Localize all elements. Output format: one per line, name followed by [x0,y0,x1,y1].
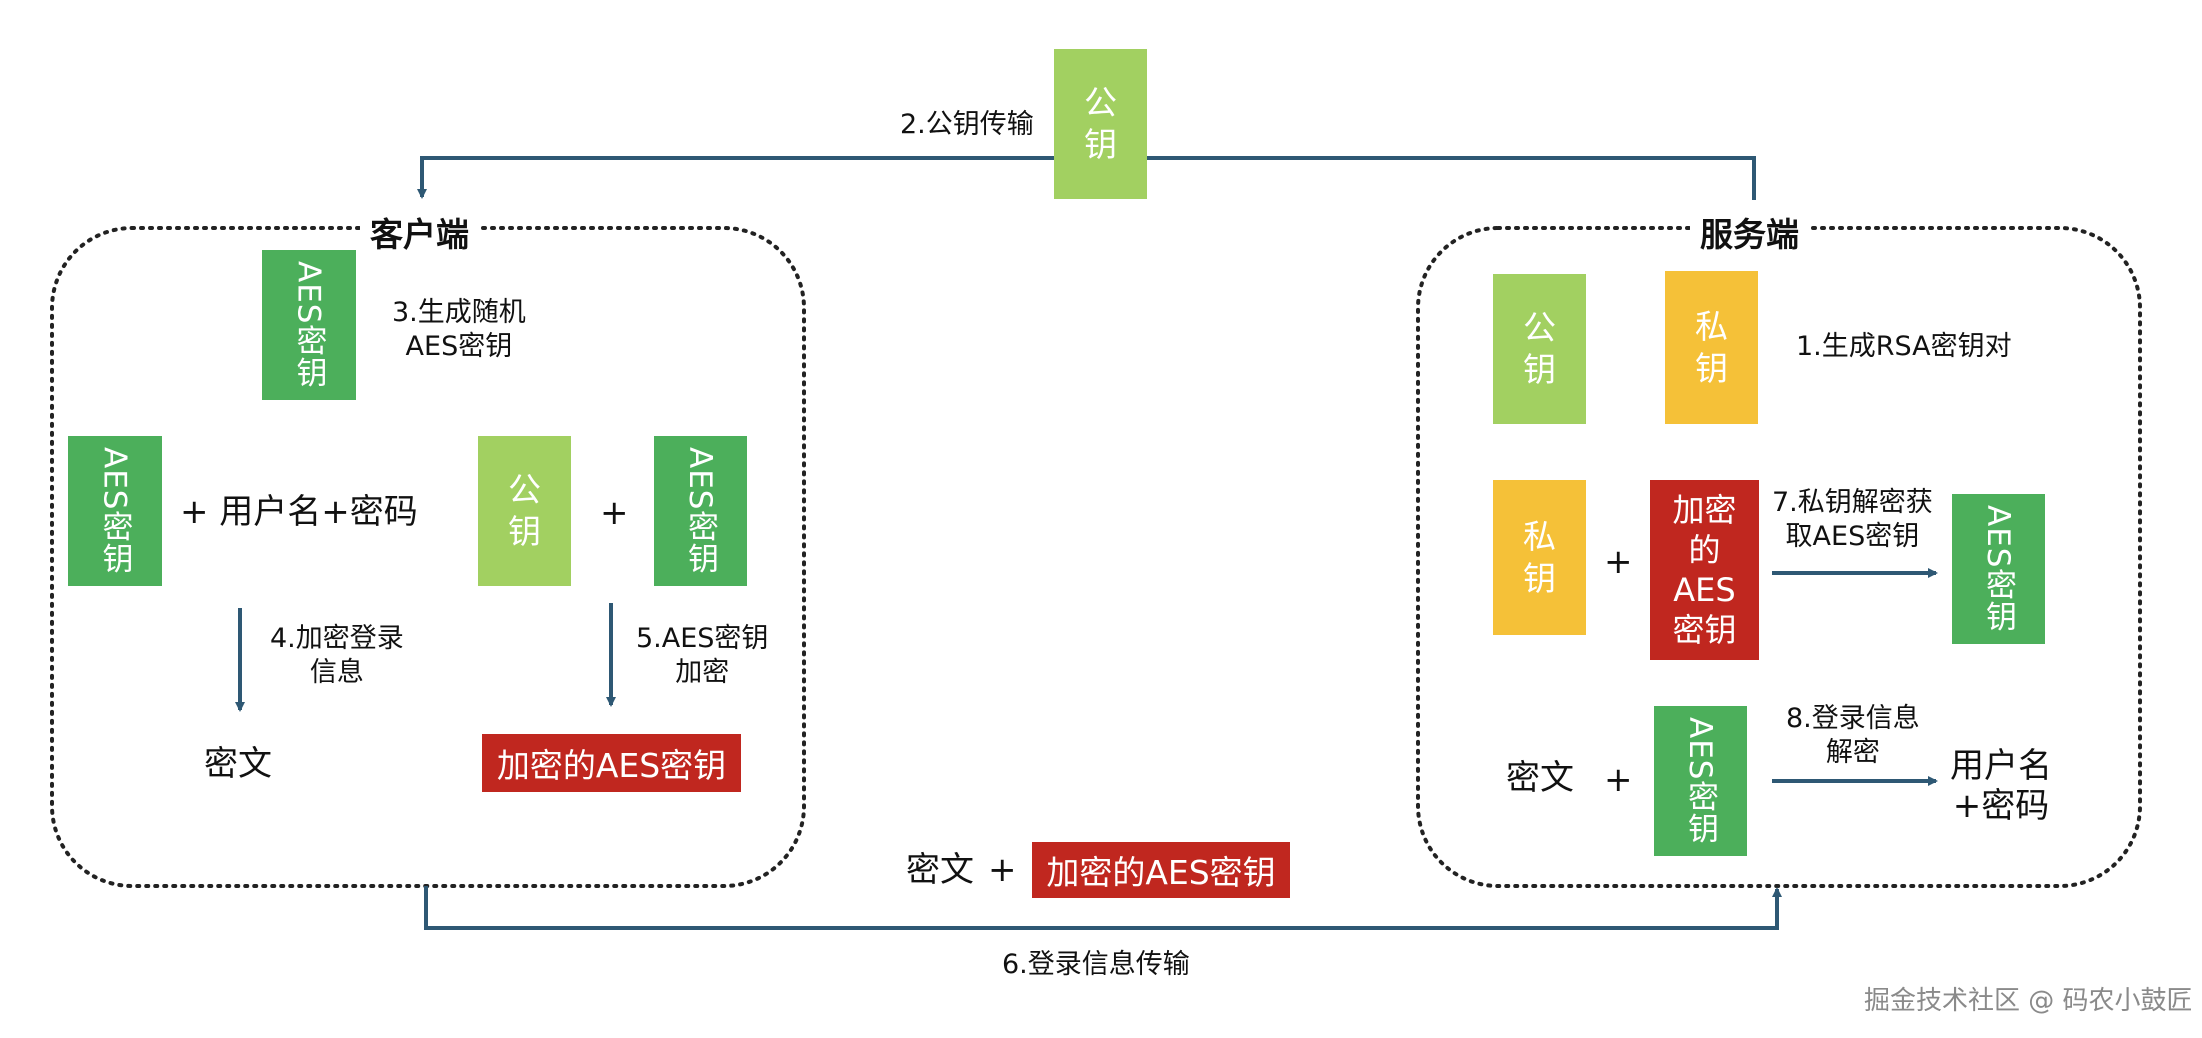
server-encrypted-aes-key-line3: AES [1673,571,1736,609]
transfer-plus-sign: + [988,850,1017,890]
step8-label: 8.登录信息 解密 [1786,702,1920,770]
client-encrypted-aes-key-label: 加密的AES密钥 [496,746,727,785]
server-public-key-line2: 钥 [1523,350,1556,389]
client-aes-key-to-encrypt-label: AES密钥 [682,447,718,575]
transfer-encrypted-aes-key: 加密的AES密钥 [1032,842,1290,898]
arrow-login-transfer [424,886,1782,930]
username-password-text: + 用户名+密码 [180,492,418,532]
step3-label: 3.生成随机 AES密钥 [392,296,526,364]
step7-label: 7.私钥解密获 取AES密钥 [1772,486,1933,554]
step6-label: 6.登录信息传输 [1002,949,1190,980]
server-private-key-decrypt: 私 钥 [1493,480,1586,635]
server-title: 服务端 [1690,208,1809,256]
server-ciphertext: 密文 [1506,758,1574,798]
step4-line2: 信息 [309,657,364,688]
step4-label: 4.加密登录 信息 [270,622,404,690]
client-aes-key-for-login-label: AES密钥 [96,447,133,575]
server-username-password: 用户名 +密码 [1950,746,2052,826]
server-plus-sign-2: + [1604,760,1633,800]
server-password: +密码 [1952,786,2050,826]
client-random-aes-key-label: AES密钥 [290,261,327,389]
client-public-key-line2: 钥 [508,512,541,551]
server-private-key-decrypt-line1: 私 [1523,516,1556,556]
server-public-key: 公 钥 [1493,274,1586,424]
server-private-key-decrypt-line2: 钥 [1523,558,1556,598]
server-encrypted-aes-key-line2: 的 [1688,531,1721,569]
transit-public-key-line1: 公 [1084,83,1117,122]
step2-label: 2.公钥传输 [900,109,1034,140]
server-aes-key-decrypt: AES密钥 [1654,706,1747,856]
step3-line2: AES密钥 [405,331,513,362]
step3-line1: 3.生成随机 [392,297,526,328]
transfer-ciphertext: 密文 [906,850,974,890]
step7-line2: 取AES密钥 [1785,521,1920,552]
transfer-encrypted-aes-key-label: 加密的AES密钥 [1046,853,1276,892]
client-ciphertext: 密文 [204,744,272,784]
server-private-key: 私 钥 [1665,271,1758,424]
server-private-key-line2: 钥 [1695,348,1728,388]
client-title: 客户端 [360,208,479,256]
server-encrypted-aes-key-line4: 密钥 [1672,611,1737,649]
client-aes-key-for-login: AES密钥 [68,436,162,586]
client-random-aes-key: AES密钥 [262,250,356,400]
client-public-key: 公 钥 [478,436,571,586]
step5-label: 5.AES密钥 加密 [636,622,768,690]
step1-label: 1.生成RSA密钥对 [1796,331,2012,362]
server-aes-key-decrypt-label: AES密钥 [1682,717,1718,845]
transit-public-key: 公 钥 [1054,49,1147,199]
client-plus-sign: + [600,493,629,533]
server-public-key-line1: 公 [1523,308,1556,347]
step8-line2: 解密 [1825,737,1880,768]
watermark: 掘金技术社区 @ 码农小鼓匠 [1864,986,2193,1016]
transit-public-key-line2: 钥 [1084,125,1117,164]
server-encrypted-aes-key-line1: 加密 [1672,491,1737,529]
server-private-key-line1: 私 [1695,306,1728,346]
client-aes-key-to-encrypt: AES密钥 [654,436,747,586]
server-username: 用户名 [1950,746,2052,786]
step5-line1: 5.AES密钥 [636,623,769,654]
client-public-key-line1: 公 [508,470,541,509]
server-plus-sign-1: + [1604,542,1633,582]
step5-line2: 加密 [675,657,730,688]
server-encrypted-aes-key: 加密 的 AES 密钥 [1650,480,1759,660]
step7-line1: 7.私钥解密获 [1772,487,1933,518]
client-encrypted-aes-key: 加密的AES密钥 [482,734,741,792]
server-decrypted-aes-key-label: AES密钥 [1980,505,2016,633]
step4-line1: 4.加密登录 [270,623,404,654]
step8-line1: 8.登录信息 [1786,703,1920,734]
server-decrypted-aes-key: AES密钥 [1952,494,2045,644]
